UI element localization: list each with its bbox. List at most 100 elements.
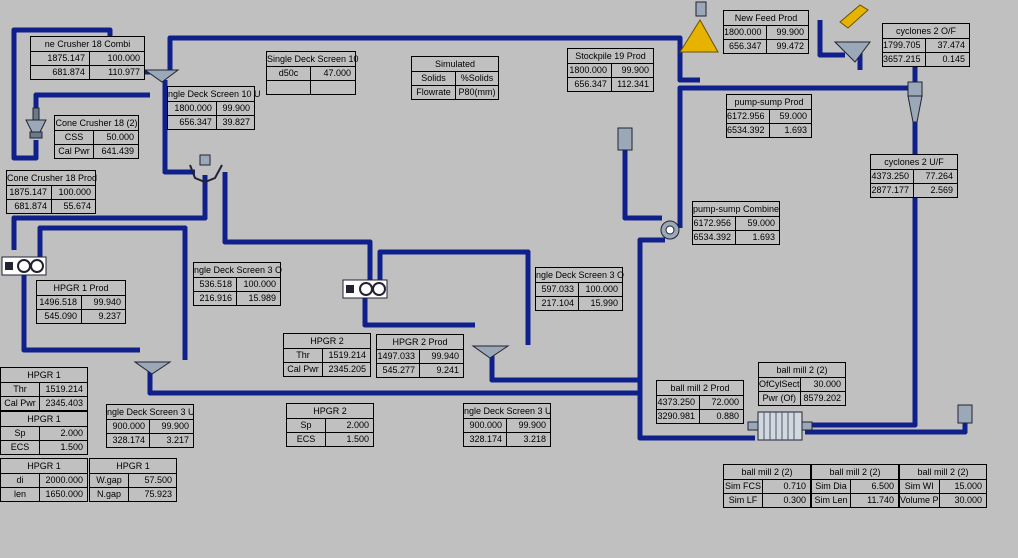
table-cell: Thr <box>1 383 41 397</box>
table-cell: 47.000 <box>311 67 355 81</box>
table-cell: N.gap <box>90 488 130 501</box>
table-cell: 9.237 <box>98 311 121 321</box>
table-cell: Flowrate <box>412 86 456 99</box>
table-cell: %Solids <box>455 72 498 86</box>
pump-icon <box>617 127 633 151</box>
table-title: ball mill 2 (2) <box>758 362 846 377</box>
table-cell: 50.000 <box>94 131 138 145</box>
table-cell: 6534.392 <box>727 124 770 137</box>
table-title: cyclones 2 O/F <box>882 23 970 38</box>
table-cell: 545.277 <box>377 364 420 377</box>
table-cell: 681.874 <box>7 200 52 213</box>
ball-mill-icon <box>747 411 813 441</box>
table-cell: 0.710 <box>763 480 810 494</box>
table-cell: 99.900 <box>150 420 193 434</box>
table-cell: 57.500 <box>129 474 176 488</box>
table-cell: 15.990 <box>590 298 618 308</box>
table-cell: 2345.205 <box>328 364 366 374</box>
table-cell: 1.500 <box>346 434 369 444</box>
table-cell: 39.827 <box>222 117 250 127</box>
table-title: Single Deck Screen 10 <box>266 51 359 66</box>
table-title: ngle Deck Screen 3 O <box>193 262 282 277</box>
table-title: ball mill 2 (2) <box>723 464 811 479</box>
table-cell: 6.500 <box>851 480 898 494</box>
table-cell: 15.989 <box>248 293 276 303</box>
table-cell: 37.474 <box>925 39 969 53</box>
table-title: cyclones 2 U/F <box>870 154 958 169</box>
table-title: ball mill 2 Prod <box>656 380 744 395</box>
table-cell: 4373.250 <box>657 396 700 410</box>
table-cell: 536.518 <box>194 278 237 292</box>
table-cell: 0.880 <box>716 411 739 421</box>
table-cell: 2877.177 <box>871 184 914 197</box>
table-title: HPGR 2 <box>283 333 371 348</box>
pump-icon <box>660 220 680 240</box>
pipe <box>489 355 640 383</box>
table-cell: Sp <box>287 419 327 433</box>
cone-crusher-icon <box>25 107 47 139</box>
table-cell: 1650.000 <box>45 489 83 499</box>
table-cell: 2.000 <box>326 419 373 433</box>
table-cell: Pwr (Of) <box>759 392 801 405</box>
hpgr-roller-icon <box>1 256 47 276</box>
table-cell: 30.000 <box>800 378 845 392</box>
table-cell: Sp <box>1 427 41 441</box>
table-cell: 99.940 <box>420 350 463 364</box>
table-cell: 217.104 <box>536 297 579 310</box>
screen-icon <box>143 69 180 83</box>
table-title: pump-sump Prod <box>726 94 812 109</box>
screen-icon <box>471 345 510 359</box>
table-cell: 2000.000 <box>40 474 87 488</box>
table-title: HPGR 1 <box>0 367 88 382</box>
table-cell: 6172.956 <box>727 110 770 124</box>
table-cell: 1800.000 <box>568 64 612 78</box>
table-cell: 656.347 <box>168 116 217 129</box>
table-cell: 110.977 <box>108 67 140 77</box>
table-title: Cone Crusher 18 Prod <box>6 170 97 185</box>
table-cell: 1519.214 <box>40 383 87 397</box>
table-cell: 8579.202 <box>803 393 841 403</box>
table-title: ngle Deck Screen 3 O <box>535 267 624 282</box>
table-cell: 99.900 <box>507 419 550 433</box>
pump-icon <box>957 404 973 424</box>
table-cell: 77.264 <box>914 170 957 184</box>
table-cell: Cal Pwr <box>284 363 324 376</box>
table-cell: P80(mm) <box>458 87 496 97</box>
pipe <box>622 150 662 221</box>
table-cell: 100.000 <box>579 283 622 297</box>
table-cell: 100.000 <box>89 52 144 66</box>
table-cell: W.gap <box>90 474 130 488</box>
table-cell: OfCylSect <box>759 378 801 392</box>
table-title: pump-sump Combine <box>692 201 780 216</box>
